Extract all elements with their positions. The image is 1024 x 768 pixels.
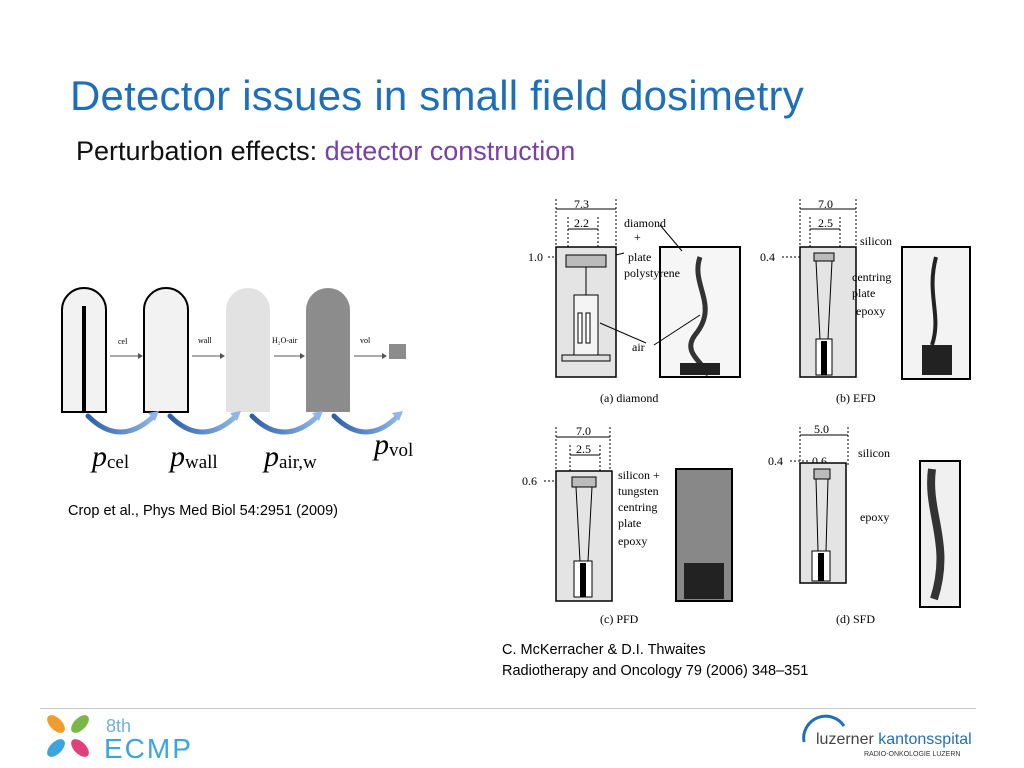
arc-arrowheads	[148, 411, 403, 421]
svg-text:centring: centring	[852, 270, 891, 284]
slide-title: Detector issues in small field dosimetry	[70, 72, 804, 119]
subtitle-prefix: Perturbation effects:	[76, 136, 325, 166]
step-label-vol: vol	[360, 336, 371, 345]
svg-text:silicon: silicon	[858, 446, 890, 460]
slide-subtitle: Perturbation effects: detector construct…	[76, 136, 575, 167]
volume-square	[389, 344, 406, 359]
svg-text:5.0: 5.0	[814, 422, 829, 436]
hospital-name: luzerner kantonsspital	[816, 731, 972, 748]
step-label-h2o-air: H₂O-air	[272, 336, 298, 345]
panel-a-diamond: 7.3 2.2 1.0 diamond + plate polystyrene …	[528, 197, 741, 405]
hospital-arc-icon	[802, 714, 846, 743]
svg-text:epoxy: epoxy	[856, 304, 885, 318]
svg-text:7.3: 7.3	[574, 197, 589, 211]
svg-text:0.6: 0.6	[522, 474, 537, 488]
factor-p-air-w: pair,w	[262, 440, 317, 473]
factor-p-vol: pvol	[372, 428, 413, 461]
svg-text:plate: plate	[628, 250, 651, 264]
svg-text:0.4: 0.4	[768, 454, 783, 468]
svg-text:2.5: 2.5	[576, 442, 591, 456]
footer-divider	[40, 708, 976, 709]
right-citation: C. McKerracher & D.I. Thwaites Radiother…	[502, 640, 808, 682]
svg-text:silicon +: silicon +	[618, 468, 660, 482]
detector-shape-3	[226, 288, 270, 412]
svg-text:7.0: 7.0	[818, 197, 833, 211]
svg-text:1.0: 1.0	[528, 250, 543, 264]
caption-d: (d) SFD	[836, 612, 875, 626]
perturbation-chain-figure: cel wall H₂O-air vol pcel pwall pair,w p…	[61, 287, 413, 473]
svg-text:plate: plate	[852, 286, 875, 300]
svg-text:tungsten: tungsten	[618, 484, 659, 498]
detector-shape-4	[306, 288, 350, 412]
svg-text:+: +	[634, 230, 641, 244]
left-citation: Crop et al., Phys Med Biol 54:2951 (2009…	[68, 503, 339, 519]
detector-shape-2	[143, 287, 189, 413]
step-label-wall: wall	[198, 336, 213, 345]
svg-text:air: air	[632, 340, 645, 354]
right-citation-authors: C. McKerracher & D.I. Thwaites	[502, 642, 706, 658]
detector-construction-figure: 7.3 2.2 1.0 diamond + plate polystyrene …	[522, 197, 971, 626]
factor-arcs	[85, 413, 401, 435]
detector-central-electrode	[82, 306, 86, 412]
svg-text:diamond: diamond	[624, 216, 666, 230]
factor-p-wall: pwall	[168, 440, 218, 473]
svg-text:epoxy: epoxy	[860, 510, 889, 524]
ecmp-logo: 8th ECMP	[47, 715, 193, 764]
caption-b: (b) EFD	[836, 391, 876, 405]
step-arrows	[110, 353, 387, 359]
panel-b-efd: 7.0 2.5 0.4 silicon centring plate epoxy…	[760, 197, 971, 405]
svg-text:plate: plate	[618, 516, 641, 530]
hospital-logo: luzerner kantonsspital RADIO-ONKOLOGIE L…	[802, 714, 972, 758]
hospital-department: RADIO-ONKOLOGIE LUZERN	[864, 751, 960, 758]
right-citation-journal: Radiotherapy and Oncology 79 (2006) 348–…	[502, 663, 809, 679]
svg-text:epoxy: epoxy	[618, 534, 647, 548]
subtitle-accent: detector construction	[324, 136, 576, 166]
ecmp-edition: 8th	[106, 716, 131, 736]
ecmp-flower-icon	[47, 715, 89, 757]
panel-d-sfd: 5.0 0.6 0.4 silicon epoxy (d) SFD	[768, 422, 961, 626]
svg-text:0.4: 0.4	[760, 250, 775, 264]
caption-a: (a) diamond	[600, 391, 658, 405]
svg-text:centring: centring	[618, 500, 657, 514]
svg-text:2.5: 2.5	[818, 216, 833, 230]
svg-text:7.0: 7.0	[576, 424, 591, 438]
caption-c: (c) PFD	[600, 612, 639, 626]
panel-c-pfd: 7.0 2.5 0.6 silicon + tungsten centring …	[522, 424, 733, 626]
svg-text:polystyrene: polystyrene	[624, 266, 680, 280]
svg-text:2.2: 2.2	[574, 216, 589, 230]
svg-text:silicon: silicon	[860, 234, 892, 248]
factor-p-cel: pcel	[90, 440, 129, 473]
ecmp-name: ECMP	[104, 733, 193, 764]
step-label-cel: cel	[118, 337, 128, 346]
